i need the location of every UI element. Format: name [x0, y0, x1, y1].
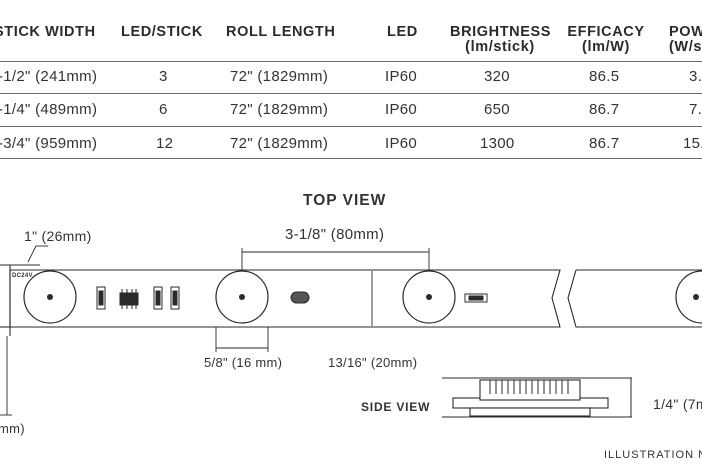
header-led-per-stick: LED/STICK — [121, 24, 203, 40]
table-row-2-brightness: 650 — [484, 101, 510, 118]
dim-spacing-label: 3-1/8" (80mm) — [285, 226, 385, 243]
table-row-3-ip: IP60 — [385, 135, 418, 152]
table-row-1-width: -1/2" (241mm) — [0, 68, 98, 85]
strip-outline-right — [567, 269, 702, 328]
table-row-3-width: -3/4" (959mm) — [0, 135, 98, 152]
header-power-line2: (W/st — [669, 39, 702, 55]
table-row-1-ip: IP60 — [385, 68, 418, 85]
side-view-title: SIDE VIEW — [361, 400, 431, 414]
table-rule-top — [0, 61, 702, 62]
header-stick-width: STICK WIDTH — [0, 24, 96, 40]
table-row-3-efficacy: 86.7 — [589, 135, 620, 152]
header-efficacy: EFFICACY (lm/W) — [564, 25, 648, 55]
table-rule-bottom — [0, 158, 702, 159]
side-view-drawing — [452, 379, 609, 417]
table-row-3-power: 15. — [683, 135, 702, 152]
table-row-1-brightness: 320 — [484, 68, 510, 85]
header-roll-length: ROLL LENGTH — [226, 24, 336, 40]
dim-height-label: 13/16" (20mm) — [328, 355, 418, 370]
header-efficacy-line2: (lm/W) — [582, 39, 630, 55]
dim-side-label: 1/4" (7m — [653, 396, 702, 412]
spec-table: STICK WIDTH LED/STICK ROLL LENGTH LED BR… — [0, 0, 702, 160]
header-efficacy-line1: EFFICACY — [567, 24, 645, 40]
table-row-1-efficacy: 86.5 — [589, 68, 620, 85]
voltage-label: DC24V — [12, 273, 33, 279]
header-power-line1: POW — [669, 24, 702, 40]
header-led: LED — [387, 24, 418, 40]
header-brightness-line2: (lm/stick) — [465, 39, 535, 55]
ic-chip — [119, 292, 139, 306]
table-row-2-led: 6 — [159, 101, 168, 118]
dim-led-size-label: 5/8" (16 mm) — [204, 355, 283, 370]
table-row-2-width: -1/4" (489mm) — [0, 101, 98, 118]
header-power: POW (W/st — [669, 25, 702, 55]
capsule-pad — [290, 291, 310, 304]
table-row-3-roll: 72" (1829mm) — [230, 135, 329, 152]
table-row-1-roll: 72" (1829mm) — [230, 68, 329, 85]
table-row-2-power: 7. — [689, 101, 702, 118]
dim-width-label: 1" (26mm) — [24, 228, 92, 244]
table-row-2-efficacy: 86.7 — [589, 101, 620, 118]
header-brightness: BRIGHTNESS (lm/stick) — [450, 25, 550, 55]
table-row-3-led: 12 — [156, 135, 174, 152]
table-row-2-ip: IP60 — [385, 101, 418, 118]
header-brightness-line1: BRIGHTNESS — [450, 24, 552, 40]
table-row-1-led: 3 — [159, 68, 168, 85]
table-row-1-power: 3. — [689, 68, 702, 85]
top-view-title: TOP VIEW — [303, 192, 387, 209]
table-row-3-brightness: 1300 — [480, 135, 515, 152]
table-rule-1 — [0, 93, 702, 94]
table-rule-2 — [0, 126, 702, 127]
table-row-2-roll: 72" (1829mm) — [230, 101, 329, 118]
footnote: ILLUSTRATION N — [604, 449, 702, 461]
cut-label-left: mm) — [0, 421, 25, 436]
led-4 — [675, 270, 702, 324]
